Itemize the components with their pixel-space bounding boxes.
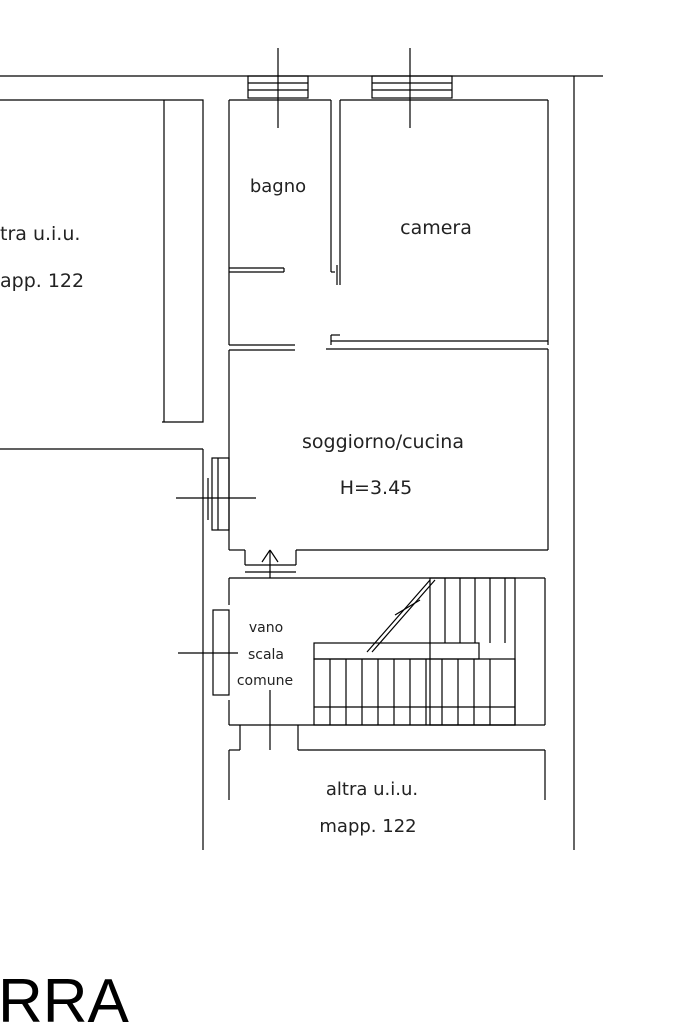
stair-label-line1: vano xyxy=(249,620,283,636)
vent-right-icon xyxy=(371,48,453,128)
stair-label-line2: scala xyxy=(248,647,284,663)
entrance-arrow-icon xyxy=(245,549,296,578)
neighbor-left-line1: tra u.i.u. xyxy=(0,223,80,245)
vent-left-icon xyxy=(247,48,309,128)
stair-label-line3: comune xyxy=(237,673,293,689)
room-soggiorno-walls xyxy=(228,344,549,566)
neighbor-left-line2: app. 122 xyxy=(0,270,84,292)
window-stair-icon xyxy=(178,609,238,696)
room-label-bagno: bagno xyxy=(250,176,306,197)
left-unit-outline xyxy=(0,99,204,423)
room-label-camera: camera xyxy=(400,217,472,239)
stair-hall-walls xyxy=(228,577,546,800)
room-label-soggiorno: soggiorno/cucina xyxy=(302,431,464,453)
neighbor-bottom-line2: mapp. 122 xyxy=(319,816,416,837)
staircase-icon xyxy=(313,577,516,726)
floor-label: RRA xyxy=(0,967,130,1025)
room-camera-walls xyxy=(330,99,549,345)
window-soggiorno-icon xyxy=(176,457,256,531)
neighbor-bottom-line1: altra u.i.u. xyxy=(326,779,418,800)
room-bagno-walls xyxy=(228,99,335,345)
room-height-label: H=3.45 xyxy=(340,477,413,499)
